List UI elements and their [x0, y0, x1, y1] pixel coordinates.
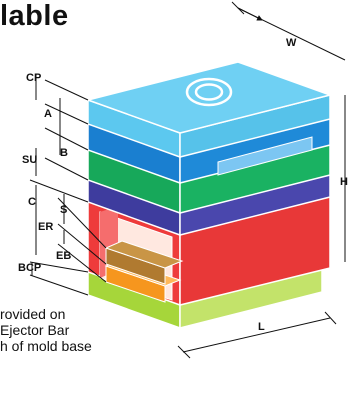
dim-label-su: SU	[22, 154, 38, 166]
dim-label-s: S	[60, 204, 68, 216]
dim-label-l: L	[258, 321, 265, 333]
locating-ring-inner	[194, 83, 224, 101]
locating-ring-outer	[185, 77, 233, 107]
dim-label-b: B	[60, 147, 68, 159]
dim-label-cp: CP	[26, 72, 42, 84]
note-line: h of mold base	[0, 338, 92, 354]
dim-label-c: C	[28, 196, 36, 208]
dim-label-a: A	[44, 108, 52, 120]
dim-label-er: ER	[38, 221, 54, 233]
dim-label-h: H	[340, 176, 348, 188]
dim-label-bcp: BCP	[18, 262, 42, 274]
clamp-plate-top	[85, 61, 333, 134]
a-plate-slot	[217, 136, 313, 176]
note-line: rovided on	[0, 306, 66, 322]
page-title: lable	[0, 0, 69, 32]
ejector-retainer-top	[104, 240, 184, 269]
dim-label-eb: EB	[56, 250, 72, 262]
dim-label-w: W	[286, 37, 297, 49]
ejector-bar-note: rovided on Ejector Bar h of mold base	[0, 306, 92, 354]
note-line: Ejector Bar	[0, 322, 70, 338]
